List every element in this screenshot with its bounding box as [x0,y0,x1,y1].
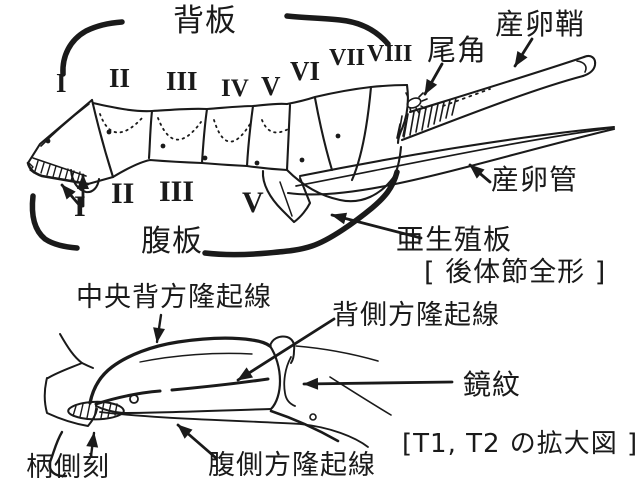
caption-posterior-segments: [ 後体節全形 ] [424,257,607,288]
tergite-numeral-4: IV [221,75,249,102]
t1-t2-enlarged-drawing [43,333,392,478]
label-ovipositor-sheath: 産卵鞘 [495,7,586,41]
caption-t1-t2-enlargement: [T1, T2 の拡大図 ] [402,429,639,459]
tergite-numeral-1: I [56,68,67,98]
tergite-numeral-8: VIII [367,41,413,67]
tergite-numeral-2: II [109,63,131,93]
label-median-dorsal-ridge: 中央背方隆起線 [76,282,272,313]
label-ovipositor: 産卵管 [491,163,579,196]
label-dorsolateral-ridge: 背側方隆起線 [332,300,500,331]
sternite-numeral-1: I [74,190,86,223]
tergite-numeral-7: VII [329,45,366,71]
label-ventrolateral-ridge: 腹側方隆起線 [208,450,376,481]
hand-drawn-brackets [29,13,400,258]
tergite-numeral-5: V [261,71,281,101]
pointer-arrows [60,37,534,460]
sternite-numeral-3: III [159,175,195,208]
label-cercus: 尾角 [427,33,488,67]
tergite-numeral-6: VI [290,56,321,86]
label-sternite: 腹板 [141,224,203,259]
sternite-numeral-5: V [242,186,264,219]
label-tergite: 背板 [173,3,237,39]
sternite-numeral-2: II [111,177,135,210]
tergite-numeral-3: III [166,66,198,96]
label-mirror: 鏡紋 [463,368,522,401]
label-petiole-notch: 柄側刻 [26,452,110,483]
label-subgenital-plate: 亜生殖板 [396,223,513,256]
